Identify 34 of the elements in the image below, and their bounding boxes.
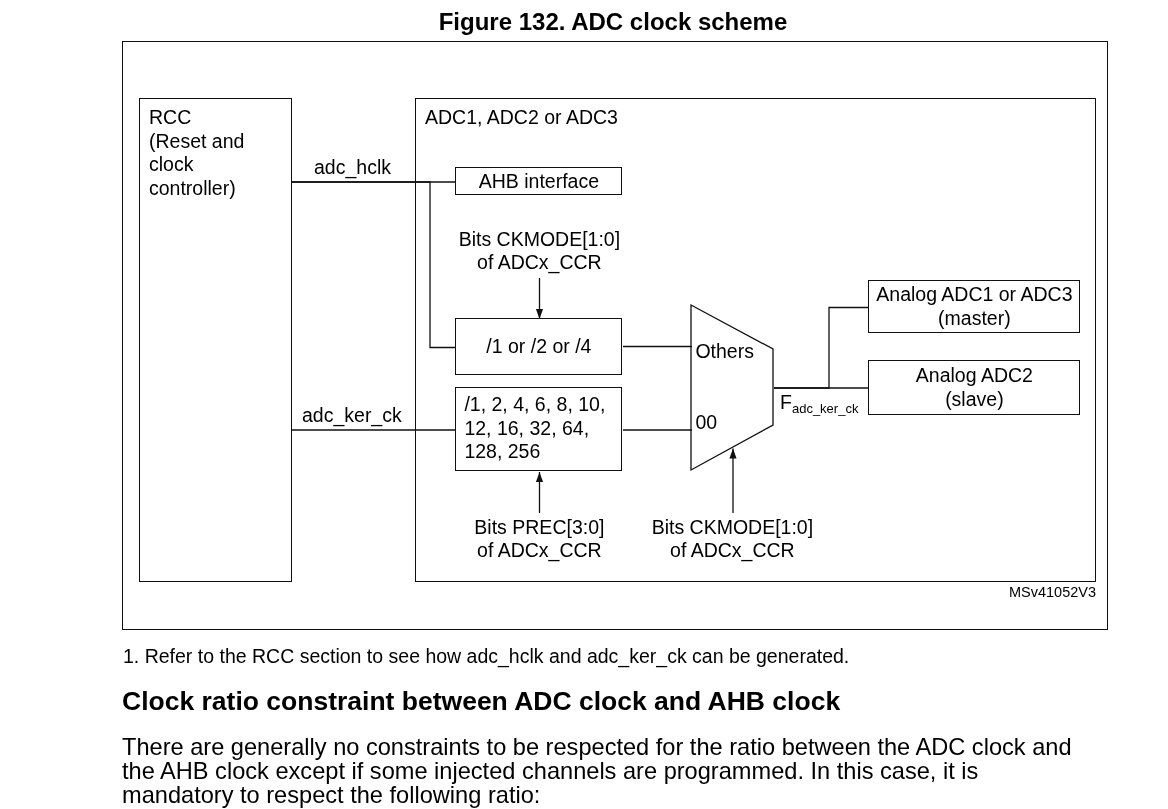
block-label: Analog ADC2 (slave) <box>914 364 1034 412</box>
figure-title: Figure 132. ADC clock scheme <box>438 8 788 36</box>
arrow <box>535 277 544 320</box>
analog-adc-box <box>868 360 1081 416</box>
section-heading: Clock ratio constraint between ADC clock and AHB clock <box>122 686 841 716</box>
mux-input-label: Others <box>695 339 754 364</box>
edge-label: adc_hclk <box>313 156 392 178</box>
register-bits-label: Bits PREC[3:0] of ADCx_CCR <box>473 516 606 563</box>
block-title: ADC1, ADC2 or ADC3 <box>425 106 618 130</box>
body-paragraph: There are generally no constraints to be respected for the ratio between the ADC clock and the AHB clock except if some injected channels are programmed. In this case, it is mandatory to respect the following ratio: <box>122 735 1073 807</box>
adc-block <box>415 98 1096 582</box>
controller-block <box>139 98 292 582</box>
mux-input-label: 00 <box>695 410 718 435</box>
block-description: (Reset and clock controller) <box>149 129 246 200</box>
figure-id: MSv41052V3 <box>1008 584 1096 601</box>
analog-adc-box <box>868 280 1081 334</box>
register-bits-label: Bits CKMODE[1:0] of ADCx_CCR <box>650 516 815 563</box>
connector-line <box>622 429 693 431</box>
connector-line <box>622 345 693 348</box>
connector-line <box>291 181 457 349</box>
block-label: /1, 2, 4, 6, 8, 10, 12, 16, 32, 64, 128, 256 <box>464 393 607 464</box>
block-label: Analog ADC1 or ADC3 (master) <box>875 283 1074 331</box>
connector-line <box>291 429 457 431</box>
arrow <box>535 471 544 514</box>
block-label: AHB interface <box>478 169 600 194</box>
register-bits-label: Bits CKMODE[1:0] of ADCx_CCR <box>457 228 622 275</box>
edge-label: adc_ker_ck <box>301 404 403 426</box>
connector-line <box>773 387 870 389</box>
block-title: RCC <box>149 106 192 130</box>
interface-box <box>455 167 623 196</box>
block-label: /1 or /2 or /4 <box>486 335 592 359</box>
footnote: 1. Refer to the RCC section to see how adc_hclk and adc_ker_ck can be generated. <box>123 645 850 667</box>
prescaler-box <box>455 387 623 472</box>
arrow <box>729 447 737 514</box>
